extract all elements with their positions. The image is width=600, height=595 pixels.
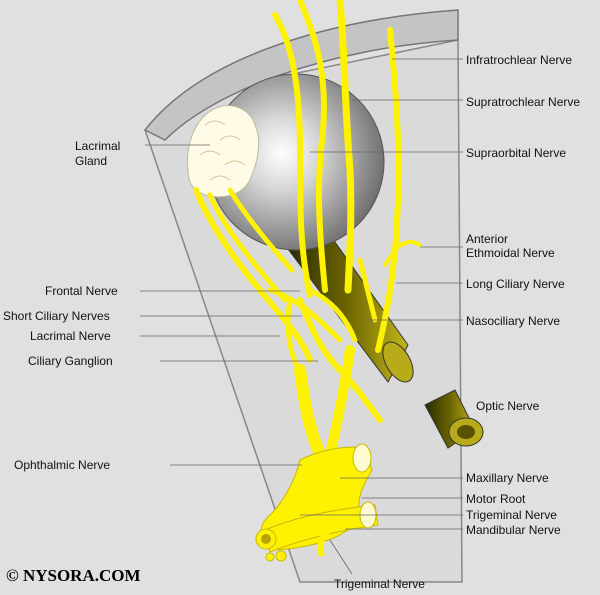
label-ciliary-ganglion: Ciliary Ganglion — [28, 354, 113, 368]
label-mandibular-nerve: Mandibular Nerve — [466, 523, 561, 537]
label-anterior-ethmoidal-line1: Anterior — [466, 232, 509, 246]
label-supratrochlear-nerve: Supratrochlear Nerve — [466, 95, 581, 109]
label-lacrimal-nerve: Lacrimal Nerve — [30, 329, 111, 343]
label-motor-root: Motor Root — [466, 492, 526, 506]
label-ophthalmic-nerve: Ophthalmic Nerve — [14, 458, 111, 472]
label-optic-nerve: Optic Nerve — [476, 399, 540, 413]
label-trigeminal-nerve-right: Trigeminal Nerve — [466, 508, 557, 522]
label-lacrimal-gland-line2: Gland — [75, 154, 108, 168]
label-frontal-nerve: Frontal Nerve — [45, 284, 118, 298]
leader-lines — [140, 58, 463, 575]
label-anterior-ethmoidal-line2: Ethmoidal Nerve — [466, 246, 555, 260]
maxillary-cut-end — [352, 443, 372, 473]
optic-nerve-stalk-end — [382, 341, 414, 383]
orbital-roof — [143, 9, 459, 141]
nerve-network — [193, 0, 422, 471]
label-nasociliary-nerve: Nasociliary Nerve — [466, 314, 561, 328]
trigeminal-root — [264, 504, 379, 553]
label-trigeminal-nerve-bottom: Trigeminal Nerve — [334, 577, 425, 591]
label-maxillary-nerve: Maxillary Nerve — [466, 471, 549, 485]
copyright-watermark: © NYSORA.COM — [6, 566, 141, 585]
label-long-ciliary-nerve: Long Ciliary Nerve — [466, 277, 565, 291]
trigeminal-stump-small-1 — [275, 550, 287, 562]
label-infratrochlear-nerve: Infratrochlear Nerve — [466, 53, 573, 67]
label-supraorbital-nerve: Supraorbital Nerve — [466, 146, 567, 160]
trigeminal-stump-small-2 — [265, 552, 275, 562]
label-lacrimal-gland-line1: Lacrimal — [75, 139, 121, 153]
label-short-ciliary-nerves: Short Ciliary Nerves — [3, 309, 110, 323]
lacrimal-gland — [186, 105, 260, 198]
